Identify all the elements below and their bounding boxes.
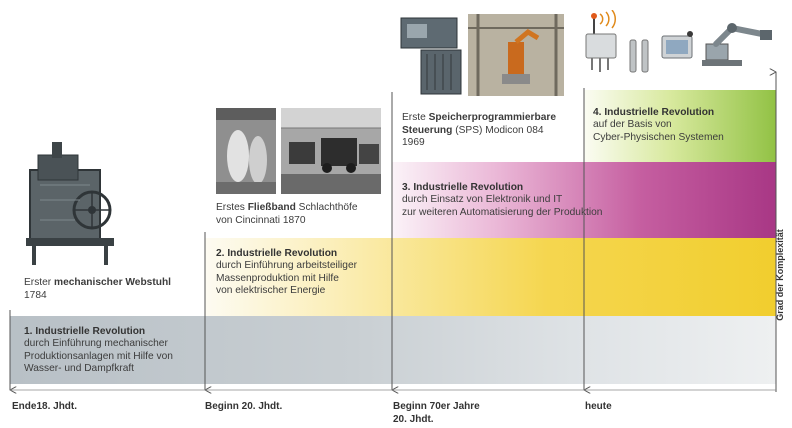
revolution-4-title: 4. Industrielle Revolution bbox=[593, 107, 715, 118]
revolution-2-line-2: Massenproduktion mit Hilfe bbox=[216, 272, 339, 284]
wireless-sensor-icon bbox=[585, 10, 649, 73]
revolution-3-line-1: durch Einsatz von Elektronik und IT bbox=[402, 194, 563, 206]
time-label-heute: heute bbox=[585, 401, 612, 412]
revolution-1-line-2: Produktionsanlagen mit Hilfe von bbox=[24, 350, 173, 362]
revolution-4-line-1: auf der Basis von bbox=[593, 119, 672, 131]
revolution-1-title: 1. Industrielle Revolution bbox=[24, 326, 146, 337]
y-axis-label: Grad der Komplexität bbox=[775, 229, 785, 321]
revolution-3-text: 3. Industrielle Revolution durch Einsatz… bbox=[402, 182, 662, 219]
band-revolution-2 bbox=[205, 238, 776, 316]
revolution-3-title: 3. Industrielle Revolution bbox=[402, 182, 524, 193]
tablet-device-icon bbox=[661, 31, 693, 59]
revolution-1-text: 1. Industrielle Revolution durch Einführ… bbox=[24, 326, 214, 376]
revolution-4-line-2: Cyber-Physischen Systemen bbox=[593, 131, 724, 143]
milestone-fliessband: Erstes Fließband Schlachthöfe von Cincin… bbox=[216, 202, 358, 226]
robot-cell-icon bbox=[468, 14, 564, 96]
revolution-3-line-2: zur weiteren Automatisierung der Produkt… bbox=[402, 206, 603, 218]
band-revolution-1 bbox=[10, 316, 776, 384]
revolution-2-line-1: durch Einführung arbeitsteiliger bbox=[216, 260, 358, 272]
milestone-webstuhl: Erster mechanischer Webstuhl 1784 bbox=[24, 277, 172, 301]
revolution-2-line-3: von elektrischer Energie bbox=[216, 285, 326, 297]
slaughterhouse-photo-icon bbox=[216, 108, 276, 194]
time-label-20-jhdt: 20. Jhdt. bbox=[393, 414, 434, 425]
time-label-beginn-70er: Beginn 70er Jahre bbox=[393, 401, 480, 412]
loom-machine-icon bbox=[26, 142, 114, 265]
time-label-ende-18: Ende18. Jhdt. bbox=[12, 401, 78, 412]
time-label-beginn-20: Beginn 20. Jhdt. bbox=[205, 401, 283, 412]
milestone-sps: Erste Speicherprogrammierbare Steuerung … bbox=[402, 112, 557, 149]
assembly-line-photo-icon bbox=[281, 108, 381, 194]
revolution-2-title: 2. Industrielle Revolution bbox=[216, 248, 338, 259]
plc-controller-icon bbox=[400, 17, 462, 95]
revolution-1-line-1: durch Einführung mechanischer bbox=[24, 338, 168, 350]
revolution-4-text: 4. Industrielle Revolution auf der Basis… bbox=[593, 107, 763, 144]
revolution-2-text: 2. Industrielle Revolution durch Einführ… bbox=[216, 248, 396, 298]
revolution-1-line-3: Wasser- und Dampfkraft bbox=[24, 363, 135, 375]
robot-arm-icon bbox=[702, 23, 772, 66]
band-revolution-4 bbox=[584, 90, 776, 162]
